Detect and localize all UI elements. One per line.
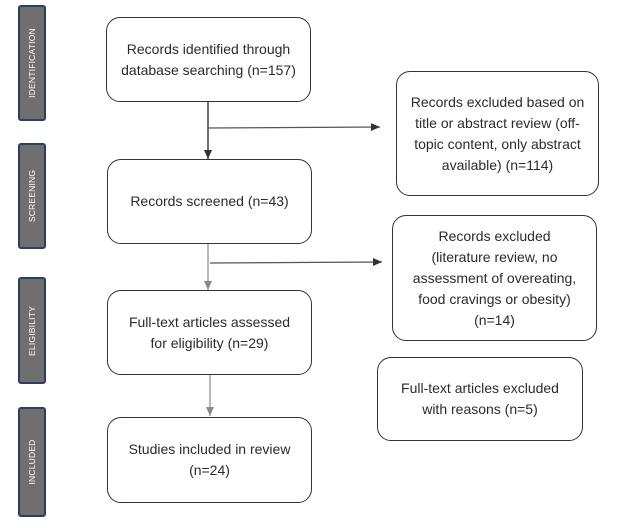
box-records-excluded: Records excluded (literature review, no …: [392, 215, 597, 341]
box-studies-included: Studies included in review (n=24): [107, 417, 312, 503]
box-records-screened-text: Records screened (n=43): [130, 193, 289, 209]
box-excluded-title-abstract: Records excluded based on title or abstr…: [396, 71, 599, 196]
arrow-to-excluded-title-abstract: [207, 123, 381, 132]
box-records-screened: Records screened (n=43): [107, 159, 312, 244]
box-records-identified-text: Records identified through database sear…: [121, 40, 296, 78]
box-records-identified: Records identified through database sear…: [106, 17, 311, 102]
stage-tab-eligibility: ELIGIBILITY: [18, 277, 46, 384]
box-fulltext-excluded: Full-text articles excluded with reasons…: [377, 357, 583, 441]
box-fulltext-excluded-text: Full-text articles excluded with reasons…: [401, 380, 559, 417]
box-records-excluded-text: Records excluded (literature review, no …: [412, 227, 577, 328]
stage-tab-included: INCLUDED: [18, 407, 46, 517]
box-fulltext-assessed-text: Full-text articles assessed for eligibil…: [128, 313, 291, 351]
stage-tab-identification: IDENTIFICATION: [18, 5, 46, 121]
box-fulltext-assessed: Full-text articles assessed for eligibil…: [107, 290, 312, 375]
box-excluded-title-abstract-text: Records excluded based on title or abstr…: [410, 93, 585, 173]
stage-tab-screening: SCREENING: [18, 143, 46, 249]
box-studies-included-text: Studies included in review (n=24): [128, 441, 291, 478]
arrow-to-excluded-records: [209, 258, 383, 267]
